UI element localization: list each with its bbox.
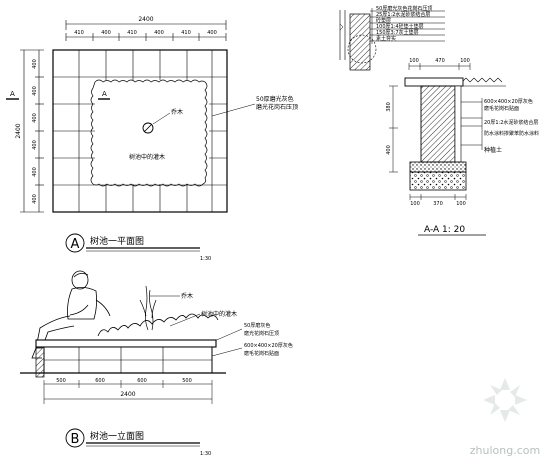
section-cap-stone [404, 77, 464, 87]
plan-left-dim: 400 [32, 86, 38, 96]
elevation-title: 树池一立面图 [90, 430, 144, 442]
plan-section-marker-inner: A [102, 90, 107, 98]
elevation-bottom-dim: 500 [182, 378, 192, 384]
plan-left-dim: 400 [32, 167, 38, 177]
section-right-note: 600×400×20厚灰色 [484, 98, 533, 105]
plan-top-dim: 410 [74, 30, 84, 36]
section-note: 50厚磨光灰色花岗石压顶 [376, 5, 432, 12]
plan-top-dim: 400 [154, 30, 164, 36]
watermark-logo-icon [483, 378, 527, 422]
plan-tree-symbol [142, 122, 154, 134]
plan-top-dim: 410 [181, 30, 191, 36]
section-bottom-dim: 100 [410, 201, 420, 207]
plan-left-total: 2400 [15, 123, 22, 138]
section-top-dim: 100 [460, 58, 470, 64]
section-top-dim: 470 [435, 58, 445, 64]
plan-stone-label-2: 磨光花岗石压顶 [256, 103, 298, 111]
section-note: 素土夯实 [376, 35, 396, 42]
section-right-note: 20厚1:2水泥砂浆结合层 [484, 119, 538, 126]
section-top-dim: 100 [409, 58, 419, 64]
elevation-title-circle [65, 428, 85, 448]
section-title: A-A 1: 20 [424, 225, 465, 235]
elevation-tree-icon [139, 285, 157, 331]
section-soil-label: 种植土 [484, 146, 502, 154]
plan-title: 树池一平面图 [90, 235, 144, 247]
section-note: 100厚1:4砼垫土垫层 [376, 23, 424, 30]
section-detail-block [349, 13, 371, 71]
elevation-overall-dim: 2400 [120, 391, 135, 398]
section-left-dim: 400 [386, 145, 392, 155]
section-gravel-base [409, 171, 467, 191]
section-view: 50厚磨光灰色花岗石压顶 25厚1:2水泥砂浆结合层 砼垫层 100厚1:4砼垫… [339, 5, 539, 236]
section-note: 150厚3:7灰土垫层 [376, 29, 419, 36]
elevation-note1-b: 磨光花岗石压顶 [244, 330, 279, 337]
section-bottom-dim: 100 [456, 201, 466, 207]
plan-top-dim: 410 [127, 30, 137, 36]
plan-scale: 1:30 [200, 256, 211, 262]
plan-top-dim: 400 [101, 30, 111, 36]
plan-view: 2400 410 400 410 400 410 400 2400 400 40… [6, 16, 298, 262]
plan-shrub-label: 树池中的灌木 [129, 153, 165, 161]
elevation-shrub-label: 树池中的灌木 [201, 310, 237, 318]
elevation-bottom-dim: 600 [137, 378, 147, 384]
elevation-note2-a: 600×400×20厚灰色 [244, 342, 293, 349]
section-left-dim: 380 [386, 102, 392, 112]
elevation-title-letter: B [71, 432, 80, 447]
section-note: 砼垫层 [376, 17, 391, 24]
plan-left-dim: 400 [32, 59, 38, 69]
elevation-cap [35, 339, 217, 348]
elevation-note2-b: 磨毛花岗石贴面 [244, 350, 279, 357]
plan-left-dim: 400 [32, 194, 38, 204]
section-right-note: 防水涂料掺聚苯防水涂料 [484, 130, 539, 137]
watermark-text: zhulong.com [470, 444, 540, 457]
plan-stone-label-1: 50厚磨光灰色 [256, 95, 294, 103]
section-wall [420, 85, 456, 163]
section-footing [409, 161, 467, 173]
section-detail-circle [347, 34, 377, 64]
plan-left-dim: 400 [32, 140, 38, 150]
elevation-scale: 1:30 [200, 451, 211, 457]
section-bottom-dim: 370 [433, 201, 443, 207]
elevation-bottom-dim: 600 [95, 378, 105, 384]
plan-title-circle [65, 233, 85, 253]
plan-top-dim: 400 [207, 30, 217, 36]
elevation-left-post [35, 346, 45, 378]
plan-title-letter: A [71, 237, 80, 252]
elevation-shrubs [97, 313, 219, 337]
plan-planting-area [95, 80, 209, 184]
plan-shrub-edge [90, 79, 208, 187]
section-right-note: 磨毛花岗石贴面 [484, 105, 519, 112]
plan-overall-dim: 2400 [138, 16, 153, 23]
plan-tree-label: 乔木 [171, 108, 183, 116]
plan-left-dim: 400 [32, 113, 38, 123]
elevation-tree-label: 乔木 [181, 292, 193, 300]
elevation-view: 乔木 树池中的灌木 50厚磨灰色 磨光花岗石压顶 600×400×20厚灰色 磨… [20, 270, 293, 457]
plan-section-marker-left: A [10, 90, 15, 98]
elevation-note1-a: 50厚磨灰色 [244, 322, 270, 329]
elevation-bottom-dim: 500 [56, 378, 66, 384]
section-note: 25厚1:2水泥砂浆结合层 [376, 11, 430, 18]
